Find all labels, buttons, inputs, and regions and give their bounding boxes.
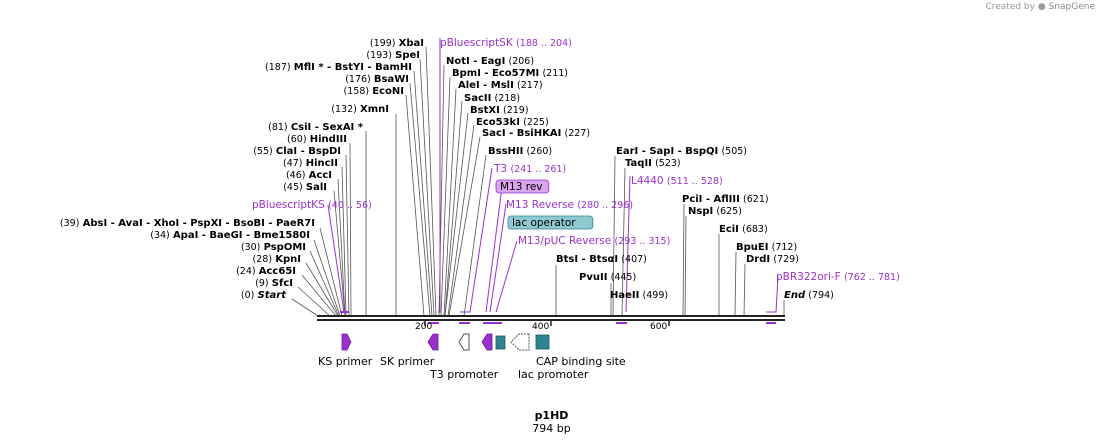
ruler-tick-labels: 200 400 600: [415, 322, 667, 332]
svg-text:M13 rev: M13 rev: [500, 181, 543, 193]
restriction-site-row: PciI - AflIII (621): [682, 194, 769, 205]
snapgene-logo-icon: ●: [1037, 2, 1046, 12]
svg-text:pBluescriptSK (188 .. 204: pBluescriptSK (188 .. 204): [440, 37, 572, 49]
restriction-site-row: PvuII (445): [579, 272, 636, 283]
svg-text:L4440 (511 .. 528): L4440 (511 .. 528): [631, 175, 723, 187]
plasmid-name: p1HD: [534, 409, 569, 422]
restriction-site-row: (199) XbaI: [370, 38, 424, 49]
feature-label-cap-binding-site: CAP binding site: [536, 355, 626, 368]
primer-label: T3 (241 .. 261): [493, 163, 566, 175]
ruler-tick-label: 400: [532, 322, 549, 332]
plasmid-backbone: [317, 315, 785, 326]
restriction-site-row: (9) SfcI: [255, 278, 293, 289]
feature-labels: KS primer SK primer T3 promoter lac prom…: [318, 355, 626, 381]
m13-rev-arrow-icon: [481, 333, 493, 351]
ruler-tick-label: 600: [650, 322, 667, 332]
restriction-site-row: (39) AbsI - AvaI - XhoI - PspXI - BsoBI …: [60, 218, 315, 229]
primer-label: M13 rev: [495, 179, 550, 194]
primer-labels: pBluescriptSK (188 .. 204) pBluescriptKS …: [252, 37, 900, 283]
svg-text:pBR322ori-F (762 .. 781): pBR322ori-F (762 .. 781): [776, 271, 900, 283]
svg-text:M13 Reverse (280 .. 296): M13 Reverse (280 .. 296): [506, 199, 633, 211]
restriction-site-row: SacI - BsiHKAI (227): [482, 128, 590, 139]
t3-promoter-arrow-icon: [458, 333, 470, 351]
svg-text:lac operator: lac operator: [512, 217, 576, 229]
restriction-site-row: (0) Start: [241, 290, 287, 301]
credit-prefix: Created by: [985, 2, 1035, 12]
primer-label: M13 Reverse (280 .. 296): [506, 199, 633, 211]
primer-label: pBR322ori-F (762 .. 781): [776, 271, 900, 283]
site-connector-lines: [291, 46, 785, 317]
restriction-site-row: NotI - EagI (206): [446, 56, 534, 67]
restriction-site-row: NspI (625): [688, 206, 742, 217]
restriction-site-row: (55) ClaI - BspDI: [253, 146, 341, 157]
plasmid-length: 794 bp: [532, 422, 571, 435]
restriction-site-row: (81) CsiI - SexAI *: [268, 122, 364, 133]
feature-label-t3-promoter: T3 promoter: [429, 368, 499, 381]
restriction-site-row: SacII (218): [464, 93, 520, 104]
restriction-site-row: (30) PspOMI: [241, 242, 306, 253]
restriction-site-row: (176) BsaWI: [345, 74, 409, 85]
restriction-site-row: AleI - MslI (217): [458, 80, 543, 91]
restriction-site-row: TaqII (523): [625, 158, 681, 169]
svg-text:T3 (241 .. 261): T3 (241 .. 261): [493, 163, 566, 175]
svg-text:pBluescriptKS (40 .. 56): pBluescriptKS (40 .. 56): [252, 199, 372, 211]
restriction-site-row: (187) MflI * - BstYI - BamHI: [265, 62, 412, 73]
cap-binding-site-box-icon: [535, 334, 550, 350]
feature-label-lac-promoter: lac promoter: [518, 368, 589, 381]
feature-glyphs: [341, 333, 550, 351]
restriction-site-row: (28) KpnI: [253, 254, 301, 265]
restriction-site-row: (45) SalI: [283, 182, 327, 193]
lac-promoter-arrow-icon: [510, 333, 530, 351]
restriction-site-row: (60) HindIII: [287, 134, 347, 145]
restriction-site-row: EciI (683): [719, 224, 768, 235]
restriction-site-row: (46) AccI: [286, 170, 332, 181]
restriction-site-row: (158) EcoNI: [344, 86, 404, 97]
restriction-site-row: (132) XmnI: [331, 104, 389, 115]
restriction-site-row: Eco53kI (225): [476, 117, 549, 128]
primer-connector-lines: [327, 38, 779, 313]
sk-primer-arrow-icon: [427, 333, 439, 351]
feature-label-sk-primer: SK primer: [380, 355, 435, 368]
primer-label: lac operator: [507, 215, 594, 230]
restriction-site-row: EarI - SapI - BspQI (505): [616, 146, 747, 157]
feature-label-ks-primer: KS primer: [318, 355, 373, 368]
restriction-site-row: DrdI (729): [746, 254, 799, 265]
restriction-site-row: BpmI - Eco57MI (211): [452, 68, 568, 79]
restriction-site-row: BtsI - BtsαI (407): [556, 254, 647, 265]
credit-brand: SnapGene: [1048, 2, 1095, 12]
primer-bars: [340, 311, 776, 324]
restriction-site-row: HaeII (499): [610, 290, 668, 301]
primer-label: pBluescriptKS (40 .. 56): [252, 199, 372, 211]
created-by-credit: Created by ● SnapGene: [985, 2, 1095, 12]
restriction-site-row: (47) HincII: [283, 158, 338, 169]
restriction-site-row: (24) Acc65I: [236, 266, 296, 277]
restriction-site-labels: (199) XbaI(193) SpeI(187) MflI * - BstYI…: [60, 38, 834, 301]
primer-label: pBluescriptSK (188 .. 204): [440, 37, 572, 49]
restriction-site-row: End (794): [784, 290, 834, 301]
restriction-site-row: BpuEI (712): [736, 242, 797, 253]
lac-operator-box-icon: [495, 335, 506, 350]
ruler-tick-label: 200: [415, 322, 432, 332]
restriction-site-row: (193) SpeI: [366, 50, 420, 61]
restriction-site-row: BstXI (219): [470, 105, 529, 116]
restriction-site-row: (34) ApaI - BaeGI - Bme1580I: [150, 230, 310, 241]
restriction-site-row: BssHII (260): [488, 146, 552, 157]
primer-label: M13/pUC Reverse (293 .. 315): [518, 235, 670, 247]
ks-primer-arrow-icon: [341, 333, 352, 351]
svg-text:M13/pUC Reverse (293 .. 3: M13/pUC Reverse (293 .. 315): [518, 235, 670, 247]
primer-label: L4440 (511 .. 528): [631, 175, 723, 187]
